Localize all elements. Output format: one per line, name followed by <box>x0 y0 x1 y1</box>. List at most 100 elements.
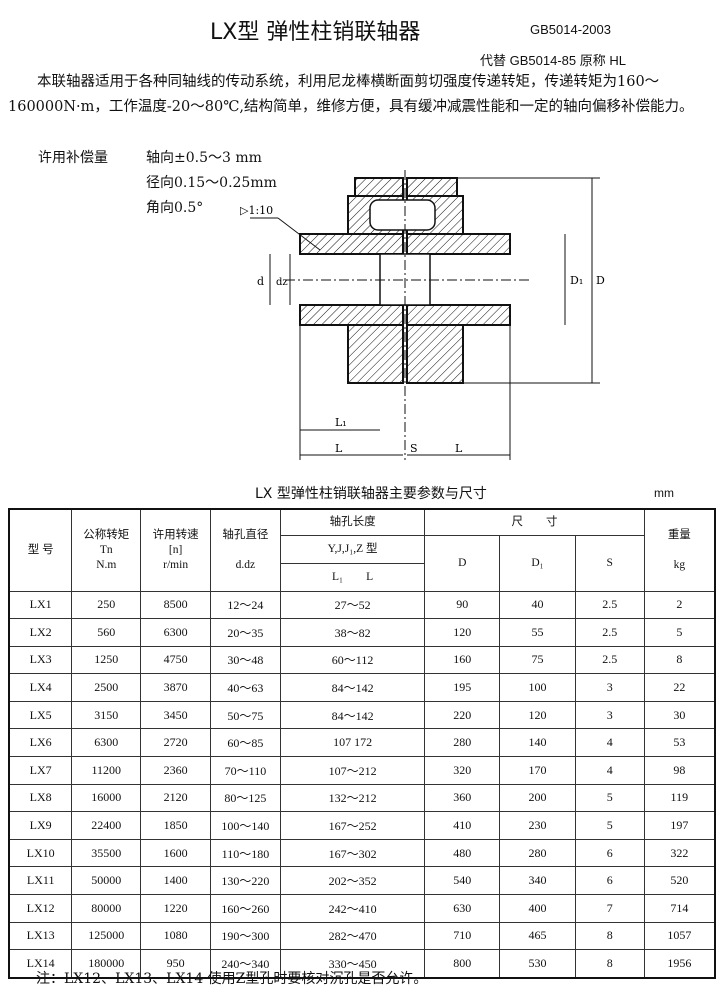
header-l1-l: L₁ L <box>279 562 426 592</box>
cell-bore-length: 27～52 <box>279 590 426 620</box>
cell-bore-length: 167～252 <box>279 811 426 840</box>
cell-torque: 560 <box>71 618 142 647</box>
cell-weight: 98 <box>643 756 716 785</box>
cell-model: LX1 <box>8 590 73 620</box>
cell-bore-diameter: 160～260 <box>210 894 281 923</box>
compensation-angular: 角向0.5° <box>146 200 204 216</box>
cell-weight: 53 <box>643 728 716 758</box>
cell-model: LX6 <box>8 728 73 758</box>
cell-D: 800 <box>424 949 501 979</box>
cell-bore-diameter: 110～180 <box>210 838 281 868</box>
cell-bore-length: 38～82 <box>279 618 426 647</box>
cell-bore-length: 84～142 <box>279 700 426 730</box>
standard-number: GB5014-2003 <box>530 22 611 37</box>
cell-D: 280 <box>424 728 501 758</box>
compensation-axial: 轴向±0.5～3 mm <box>146 150 262 166</box>
header-S: S <box>574 534 645 592</box>
cell-model: LX5 <box>8 700 73 730</box>
cell-bore-diameter: 30～48 <box>210 645 281 675</box>
cell-model: LX9 <box>8 811 73 840</box>
cell-D: 540 <box>424 866 501 896</box>
cell-D1: 75 <box>499 645 576 675</box>
cell-weight: 5 <box>643 618 716 647</box>
cell-bore-length: 107 172 <box>279 728 426 758</box>
cell-torque: 125000 <box>71 921 142 951</box>
cell-S: 2.5 <box>574 590 645 620</box>
cell-S: 3 <box>574 673 645 702</box>
cell-S: 8 <box>574 921 645 951</box>
cell-torque: 250 <box>71 590 142 620</box>
label-L1: L₁ <box>335 416 347 429</box>
cell-D1: 230 <box>499 811 576 840</box>
cell-D1: 280 <box>499 838 576 868</box>
cell-D: 710 <box>424 921 501 951</box>
cell-bore-diameter: 100～140 <box>210 811 281 840</box>
cell-model: LX14 <box>8 949 73 979</box>
header-D: D <box>424 534 501 592</box>
coupling-drawing: ▷1:10 d dz D₁ D L₁ L S L <box>240 170 605 460</box>
cell-bore-diameter: 20～35 <box>210 618 281 647</box>
cell-torque: 6300 <box>71 728 142 758</box>
cell-bore-length: 84～142 <box>279 673 426 702</box>
cell-D1: 200 <box>499 783 576 813</box>
label-dz: dz <box>276 277 288 288</box>
cell-weight: 119 <box>643 783 716 813</box>
cell-D1: 55 <box>499 618 576 647</box>
cell-D: 90 <box>424 590 501 620</box>
cell-S: 8 <box>574 949 645 979</box>
cell-speed: 2720 <box>140 728 212 758</box>
cell-D: 160 <box>424 645 501 675</box>
cell-speed: 1850 <box>140 811 212 840</box>
cell-speed: 950 <box>140 949 212 979</box>
label-d: d <box>257 275 264 288</box>
cell-bore-length: 132～212 <box>279 783 426 813</box>
cell-D: 120 <box>424 618 501 647</box>
cell-S: 3 <box>574 700 645 730</box>
cell-S: 6 <box>574 866 645 896</box>
cell-weight: 1956 <box>643 949 716 979</box>
intro-paragraph: 本联轴器适用于各种同轴线的传动系统，利用尼龙棒横断面剪切强度传递转矩，传递转矩为… <box>8 74 694 115</box>
cell-model: LX12 <box>8 894 73 923</box>
cell-weight: 8 <box>643 645 716 675</box>
cell-D: 480 <box>424 838 501 868</box>
cell-bore-length: 202～352 <box>279 866 426 896</box>
cell-torque: 2500 <box>71 673 142 702</box>
cell-weight: 22 <box>643 673 716 702</box>
table-title: LX 型弹性柱销联轴器主要参数与尺寸 <box>255 486 487 502</box>
cell-bore-length: 107～212 <box>279 756 426 785</box>
cell-torque: 35500 <box>71 838 142 868</box>
cell-D1: 100 <box>499 673 576 702</box>
cell-model: LX4 <box>8 673 73 702</box>
cell-S: 4 <box>574 756 645 785</box>
cell-speed: 3450 <box>140 700 212 730</box>
cell-D1: 400 <box>499 894 576 923</box>
cell-bore-length: 167～302 <box>279 838 426 868</box>
label-D1: D₁ <box>570 274 583 287</box>
compensation-radial: 径向0.15～0.25mm <box>146 175 277 191</box>
cell-weight: 2 <box>643 590 716 620</box>
cell-D1: 465 <box>499 921 576 951</box>
cell-D1: 120 <box>499 700 576 730</box>
cell-torque: 16000 <box>71 783 142 813</box>
cell-S: 2.5 <box>574 645 645 675</box>
label-L-right: L <box>455 442 463 455</box>
cell-D1: 140 <box>499 728 576 758</box>
cell-speed: 2120 <box>140 783 212 813</box>
cell-bore-diameter: 70～110 <box>210 756 281 785</box>
cell-bore-diameter: 190～300 <box>210 921 281 951</box>
cell-torque: 80000 <box>71 894 142 923</box>
cell-bore-diameter: 60～85 <box>210 728 281 758</box>
cell-bore-diameter: 130～220 <box>210 866 281 896</box>
cell-speed: 1080 <box>140 921 212 951</box>
cell-D: 410 <box>424 811 501 840</box>
